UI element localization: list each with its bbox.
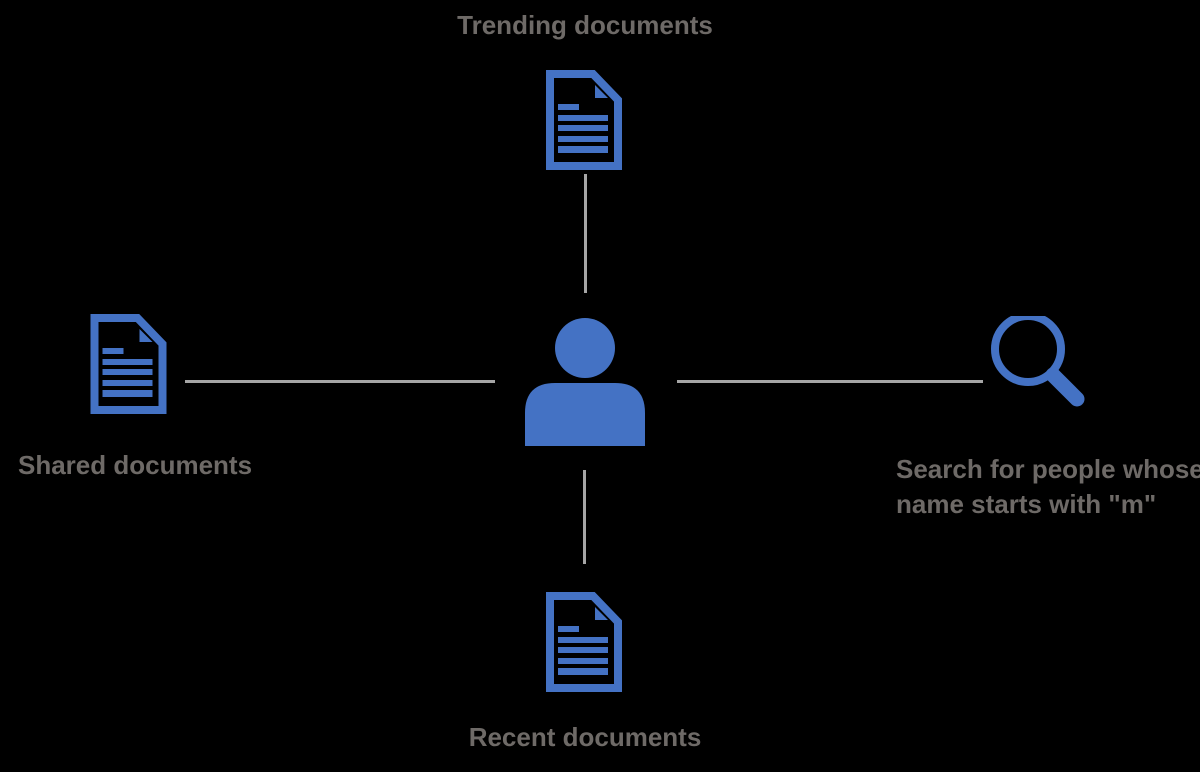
document-icon <box>90 314 167 414</box>
connector-bottom <box>583 470 586 564</box>
recent-documents-label: Recent documents <box>468 722 702 752</box>
connector-right <box>677 380 983 383</box>
search-people-label-line2: name starts with "m" <box>896 489 1157 519</box>
search-people-label: Search for people whose name starts with… <box>896 452 1200 522</box>
person-icon <box>525 318 645 446</box>
search-people-label-line1: Search for people whose <box>896 454 1200 484</box>
document-icon <box>546 592 622 692</box>
search-icon <box>991 316 1085 407</box>
connector-left <box>185 380 495 383</box>
shared-documents-label: Shared documents <box>18 450 253 480</box>
connector-top <box>584 174 587 293</box>
document-icon <box>546 70 622 170</box>
trending-documents-label: Trending documents <box>457 10 713 40</box>
